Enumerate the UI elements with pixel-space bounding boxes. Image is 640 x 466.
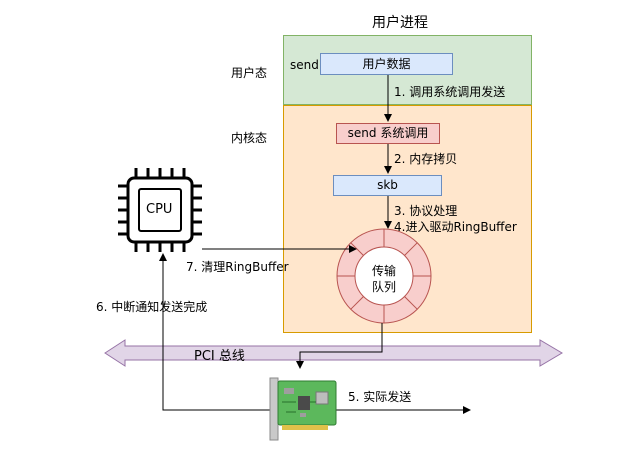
queue-label-line1: 传输	[372, 264, 397, 278]
step5-label: 5. 实际发送	[348, 390, 412, 404]
skb-box: skb	[333, 175, 442, 196]
step3-label: 3. 协议处理	[394, 204, 458, 218]
user-data-box: 用户数据	[320, 53, 453, 75]
syscall-box: send 系统调用	[336, 123, 440, 144]
transmit-queue-ring	[336, 228, 432, 324]
arrow-queue-to-nic	[296, 323, 383, 369]
step2-label: 2. 内存拷贝	[394, 152, 458, 166]
send-label: send	[290, 58, 319, 72]
cpu-chip-icon	[118, 168, 202, 252]
kernel-mode-label: 内核态	[231, 131, 268, 145]
diagram-title: 用户进程	[372, 15, 428, 31]
pci-bus-arrow	[104, 339, 563, 367]
cpu-label: CPU	[146, 202, 173, 217]
pci-bus-label: PCI 总线	[194, 349, 245, 364]
step4-label: 4.进入驱动RingBuffer	[394, 220, 517, 234]
step1-label: 1. 调用系统调用发送	[394, 85, 506, 99]
step7-label: 7. 清理RingBuffer	[186, 260, 289, 274]
queue-label-line2: 队列	[372, 280, 397, 294]
step6-label: 6. 中断通知发送完成	[96, 300, 208, 314]
user-mode-label: 用户态	[231, 66, 268, 80]
arrow-step6	[159, 253, 272, 411]
network-card-icon	[269, 377, 337, 441]
